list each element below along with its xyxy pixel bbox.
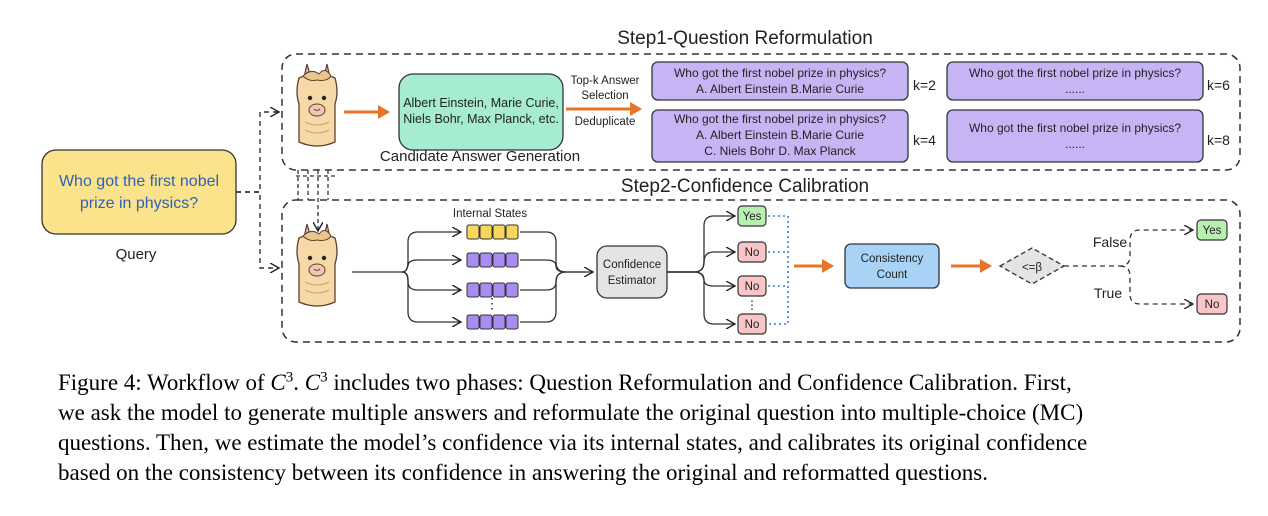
outputs-ellipsis: ⋮: [746, 298, 758, 312]
estimator-line1: Confidence: [603, 259, 661, 271]
caption-figure-label: Figure 4: Workflow of: [58, 370, 271, 395]
caption-line3: questions. Then, we estimate the model’s…: [58, 430, 1088, 455]
llama-icon-step1: [296, 63, 338, 147]
state-block-2: [466, 252, 519, 268]
query-text-line2: prize in physics?: [80, 195, 198, 212]
step-link-connectors: [296, 170, 336, 230]
output-no-3: [737, 313, 767, 335]
query-text-line1: Who got the first nobel: [59, 173, 219, 190]
mc-k6-line1: Who got the first nobel prize in physics…: [969, 66, 1181, 80]
consistency-count-box: [844, 243, 940, 289]
workflow-diagram: Step1-Question Reformulation Step2-Confi…: [41, 28, 1241, 343]
caption-c: C: [270, 370, 286, 395]
caption-sup: 3: [285, 369, 294, 386]
candidate-answer-line1: Albert Einstein, Marie Curie,: [403, 96, 559, 110]
step2-frame: [281, 199, 1241, 343]
output-yes: [737, 205, 767, 227]
caption-c-2: C: [304, 370, 321, 395]
output-no-2: [737, 275, 767, 297]
output-no-1-text: No: [745, 247, 760, 259]
state-block-3: [466, 282, 519, 298]
consistency-line1: Consistency: [861, 253, 924, 265]
candidate-answer-box: [398, 73, 564, 151]
caption-line2: we ask the model to generate multiple an…: [58, 400, 1084, 425]
query-connectors: [236, 112, 278, 268]
estimator-branches: [667, 216, 734, 324]
candidate-label: Candidate Answer Generation: [380, 148, 580, 165]
internal-states-branches: [401, 232, 592, 322]
mc-k4-label: k=4: [913, 132, 936, 148]
caption-line1: Figure 4: Workflow of C3. C3 includes tw…: [58, 368, 1228, 398]
llama-icon-step2: [296, 223, 338, 307]
mc-k6-label: k=6: [1207, 77, 1230, 93]
mc-k4-line1: Who got the first nobel prize in physics…: [674, 112, 886, 126]
output-no-3-text: No: [745, 319, 760, 331]
mc-k2-line1: Who got the first nobel prize in physics…: [674, 66, 886, 80]
internal-states-label: Internal States: [453, 208, 527, 220]
mc-k4-line3: C. Niels Bohr D. Max Planck: [704, 144, 856, 158]
output-no-2-text: No: [745, 281, 760, 293]
mc-k4-line2: A. Albert Einstein B.Marie Curie: [696, 128, 864, 142]
deduplicate-label: Deduplicate: [575, 116, 636, 128]
caption-part2: includes two phases: Question Reformulat…: [327, 370, 1072, 395]
mc-box-k2: [651, 61, 909, 101]
caption-line4: based on the consistency between its con…: [58, 460, 988, 485]
true-label: True: [1094, 285, 1122, 301]
topk-label-line2: Selection: [581, 90, 628, 102]
final-no-text: No: [1205, 299, 1220, 311]
mc-k8-label: k=8: [1207, 132, 1230, 148]
final-yes: [1196, 219, 1228, 241]
mc-k8-line1: Who got the first nobel prize in physics…: [969, 121, 1181, 135]
mc-k2-label: k=2: [913, 77, 936, 93]
consistency-line2: Count: [877, 269, 908, 281]
states-ellipsis: ⋮: [485, 295, 499, 311]
query-box: [41, 149, 237, 235]
mc-k2-line2: A. Albert Einstein B.Marie Curie: [696, 82, 864, 96]
output-yes-text: Yes: [743, 211, 762, 223]
final-no: [1196, 293, 1228, 315]
step1-frame: [281, 53, 1241, 171]
state-block-1: [466, 224, 519, 240]
decision-branches: [1064, 230, 1192, 304]
confidence-estimator-box: [596, 245, 668, 299]
topk-label-line1: Top-k Answer: [570, 75, 639, 87]
caption-sup-2: 3: [320, 369, 328, 386]
estimator-line2: Estimator: [608, 275, 657, 287]
threshold-text: <=β: [1022, 262, 1042, 274]
output-no-1: [737, 241, 767, 263]
step2-title: Step2-Confidence Calibration: [621, 176, 869, 197]
mc-box-k4: [651, 109, 909, 163]
mc-k6-line2: ......: [1065, 82, 1085, 96]
caption-part1: .: [293, 370, 305, 395]
final-yes-text: Yes: [1203, 225, 1222, 237]
outputs-dotted-bracket: [768, 215, 789, 325]
mc-box-k6: [946, 61, 1204, 101]
mc-k8-line2: ......: [1065, 137, 1085, 151]
state-block-4: [466, 314, 519, 330]
candidate-answer-line2: Niels Bohr, Max Planck, etc.: [403, 112, 559, 126]
step1-title: Step1-Question Reformulation: [617, 28, 873, 49]
mc-box-k8: [946, 109, 1204, 163]
figure-caption: Figure 4: Workflow of C3. C3 includes tw…: [58, 368, 1228, 488]
false-label: False: [1093, 234, 1127, 250]
query-label: Query: [116, 246, 157, 263]
